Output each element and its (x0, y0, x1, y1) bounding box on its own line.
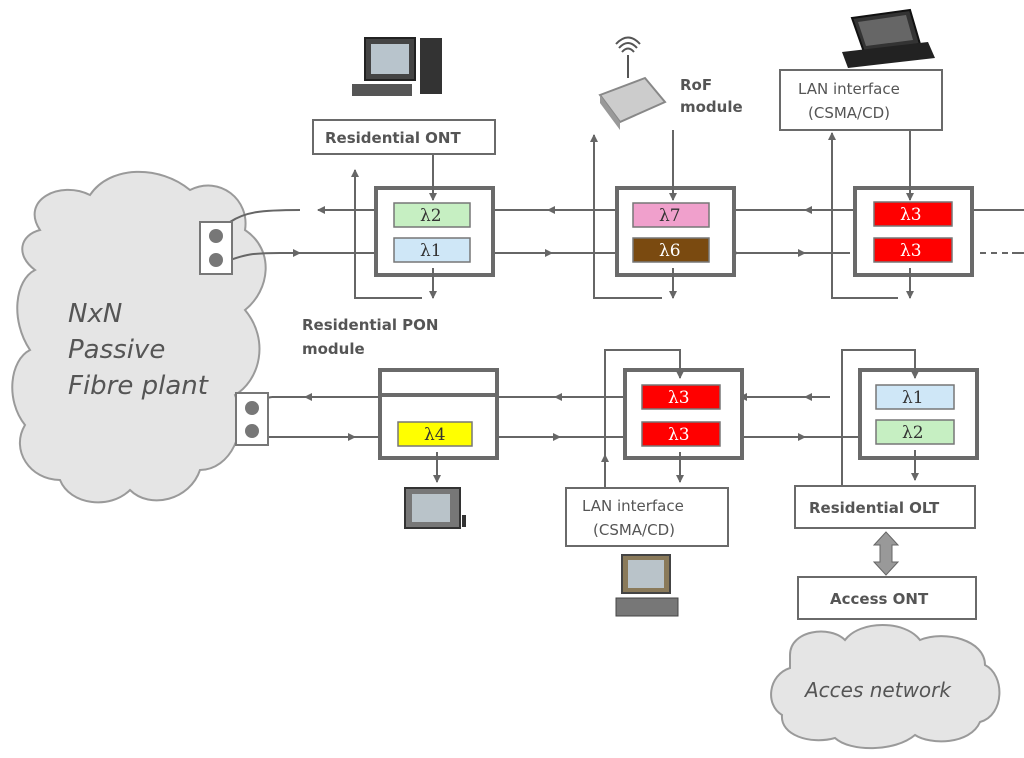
tv-icon (404, 487, 466, 529)
lambda-box-m3-top (873, 201, 953, 227)
rof-label-2: module (680, 98, 743, 116)
desktop-computer-icon (352, 37, 442, 96)
desktop-computer-bottom-icon (615, 554, 679, 617)
lan-interface-bottom-box (565, 487, 729, 547)
m3-loop-line (828, 132, 898, 299)
laptop-icon (842, 8, 935, 68)
residential-olt-box (794, 485, 976, 529)
lambda-box-m1-top (393, 202, 471, 228)
residential-olt-label: Residential OLT (809, 499, 940, 517)
lambda-m3-bottom: λ3 (900, 241, 922, 261)
lambda-m2-bottom: λ6 (659, 241, 681, 261)
lan-interface-bottom-1: LAN interface (582, 497, 684, 515)
residential-ont-box (312, 119, 496, 155)
lambda-box-m2-top (632, 202, 710, 228)
olt-loop-line (841, 349, 919, 490)
connector-top (199, 221, 233, 275)
lambda-m1-bottom: λ1 (420, 241, 442, 261)
m1-loop-line (351, 169, 422, 299)
lambda-box-m6-bottom (875, 419, 955, 445)
lambda-m2-top: λ7 (659, 206, 681, 226)
lambda-m5-bottom: λ3 (668, 425, 690, 445)
lan-interface-top-2: (CSMA/CD) (808, 104, 890, 122)
lan-interface-bottom-2: (CSMA/CD) (593, 521, 675, 539)
lambda-m6-bottom: λ2 (902, 423, 924, 443)
rof-label-1: RoF (680, 76, 712, 94)
lambda-box-m2-bottom (632, 237, 710, 263)
access-ont-label: Access ONT (830, 590, 929, 608)
lambda-m1-top: λ2 (420, 206, 442, 226)
access-network-label: Acces network (803, 678, 952, 702)
lambda-m3-top: λ3 (900, 205, 922, 225)
lambda-m6-top: λ1 (902, 388, 924, 408)
lan-bottom-loop (604, 349, 684, 490)
lambda-m4-bottom: λ4 (424, 425, 446, 445)
pon-label-2: module (302, 340, 365, 358)
pon-label-1: Residential PON (302, 316, 438, 334)
lambda-box-m5-top (641, 384, 721, 410)
cloud-line-1: NxN (68, 299, 122, 329)
lan-interface-top-box (779, 69, 943, 131)
access-ont-box (797, 576, 977, 620)
rof-antenna-icon (598, 36, 667, 130)
fibre-line-top-a (229, 209, 301, 223)
lambda-box-m6-top (875, 384, 955, 410)
lambda-box-m1-bottom (393, 237, 471, 263)
lan-interface-top-1: LAN interface (798, 80, 900, 98)
lambda-box-m3-bottom (873, 237, 953, 263)
cloud-line-2: Passive (68, 335, 165, 365)
residential-ont-label: Residential ONT (325, 129, 461, 147)
lambda-box-m5-bottom (641, 421, 721, 447)
connector-bottom (235, 392, 269, 446)
fibre-line-bottom-a (229, 252, 281, 261)
lambda-box-m4-bottom (397, 421, 473, 447)
module-residential-olt (858, 368, 979, 460)
m2-loop-line (590, 134, 662, 299)
cloud-line-3: Fibre plant (68, 371, 209, 401)
access-network-cloud (770, 624, 1001, 750)
olt-ont-double-arrow (872, 531, 900, 576)
lambda-m5-top: λ3 (668, 388, 690, 408)
